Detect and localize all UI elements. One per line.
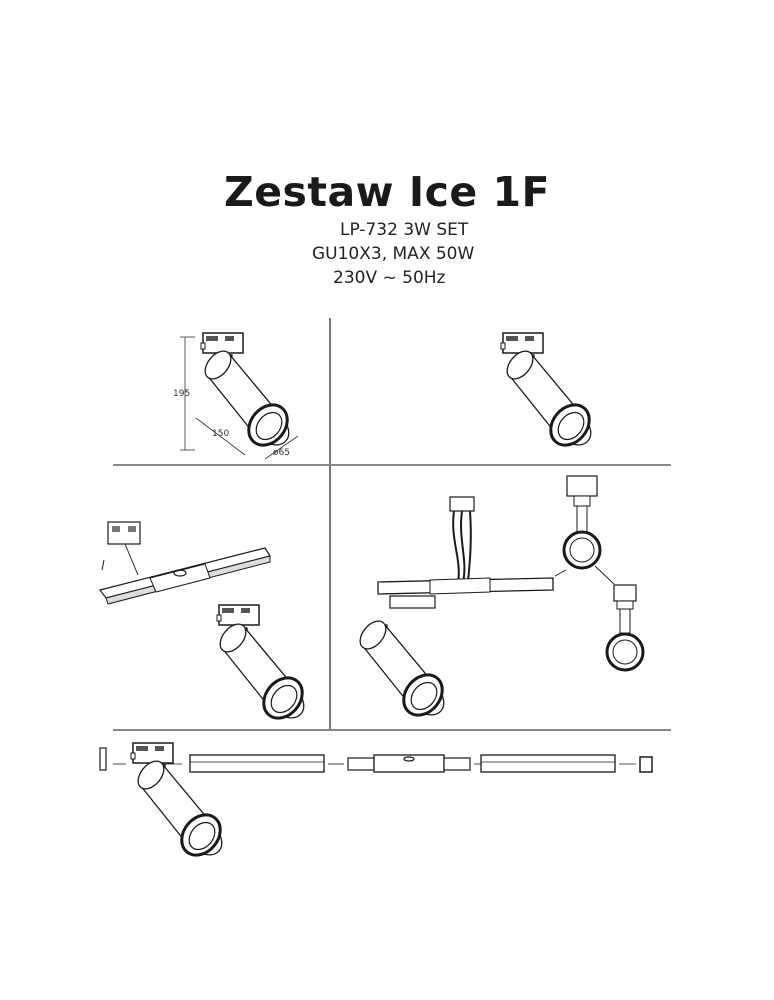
dimensioned-spotlight-drawing: 195 150 ø65 bbox=[173, 332, 299, 460]
voltage-line: 230V ~ 50Hz bbox=[333, 268, 446, 288]
vertical-divider bbox=[329, 318, 331, 730]
diameter-dimension: ø65 bbox=[273, 448, 290, 458]
height-dimension: 195 bbox=[173, 389, 190, 399]
track-connector-drawing bbox=[98, 521, 312, 728]
horizontal-divider-top bbox=[113, 464, 671, 466]
length-dimension: 150 bbox=[212, 429, 229, 439]
bulb-spec-line: GU10X3, MAX 50W bbox=[312, 244, 475, 264]
spotlight-view-drawing bbox=[500, 332, 599, 455]
horizontal-divider-bottom bbox=[113, 729, 671, 731]
model-line: LP-732 3W SET bbox=[340, 220, 469, 240]
page-title: Zestaw Ice 1F bbox=[223, 168, 551, 216]
wiring-detail-drawing bbox=[353, 475, 645, 725]
assembly-sequence-drawing bbox=[99, 742, 653, 865]
